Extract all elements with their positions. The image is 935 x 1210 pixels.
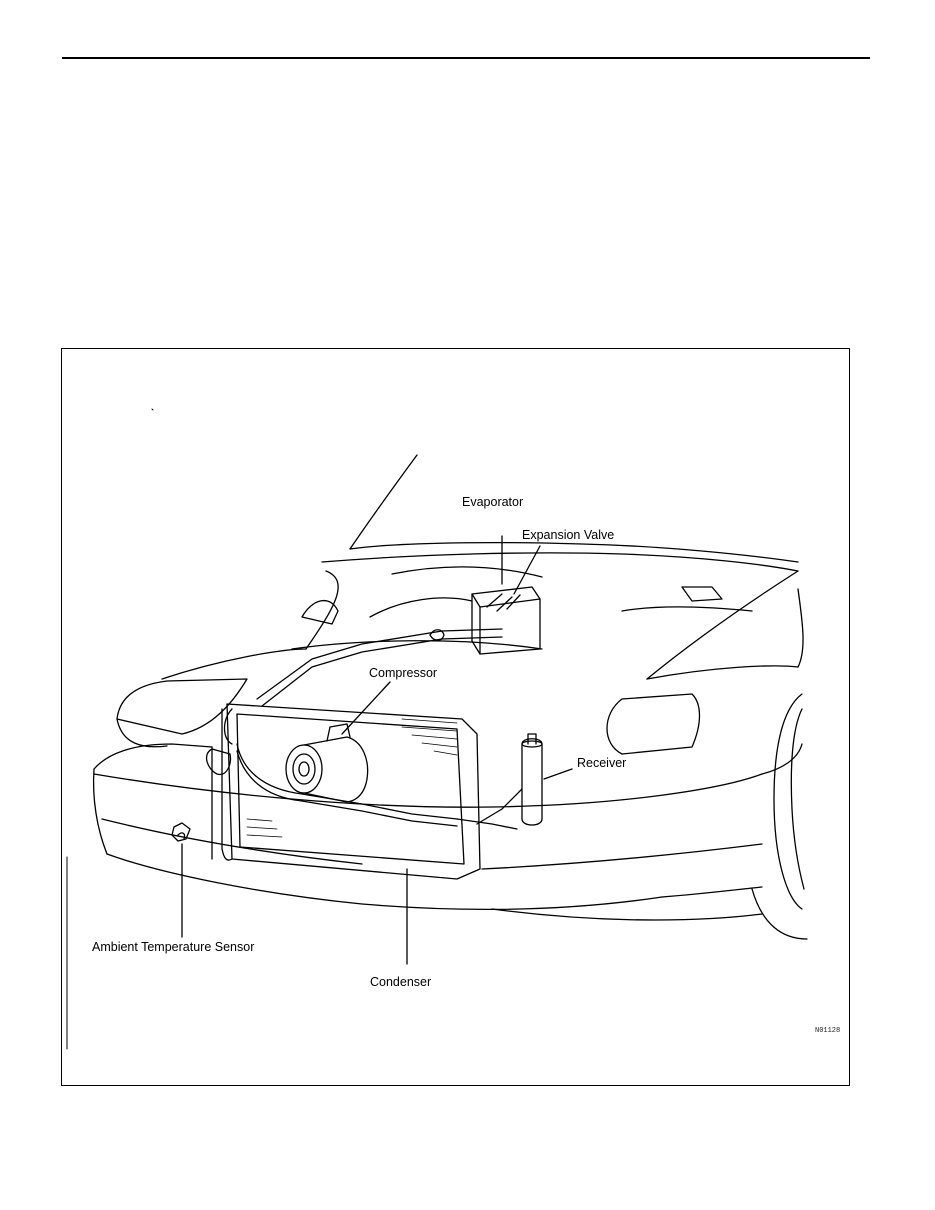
evaporator-label: Evaporator — [462, 495, 524, 509]
figure-code: N01128 — [815, 1027, 841, 1035]
condenser-label: Condenser — [370, 975, 432, 989]
header-rule — [62, 57, 870, 59]
ac-components-figure: Evaporator Expansion Valve Compressor Re… — [61, 348, 850, 1086]
receiver-label: Receiver — [577, 756, 627, 770]
compressor-label: Compressor — [369, 666, 438, 680]
expansion-valve-label: Expansion Valve — [522, 528, 615, 542]
car-front-illustration — [66, 408, 808, 1050]
ambient-temperature-sensor-label: Ambient Temperature Sensor — [92, 940, 255, 954]
